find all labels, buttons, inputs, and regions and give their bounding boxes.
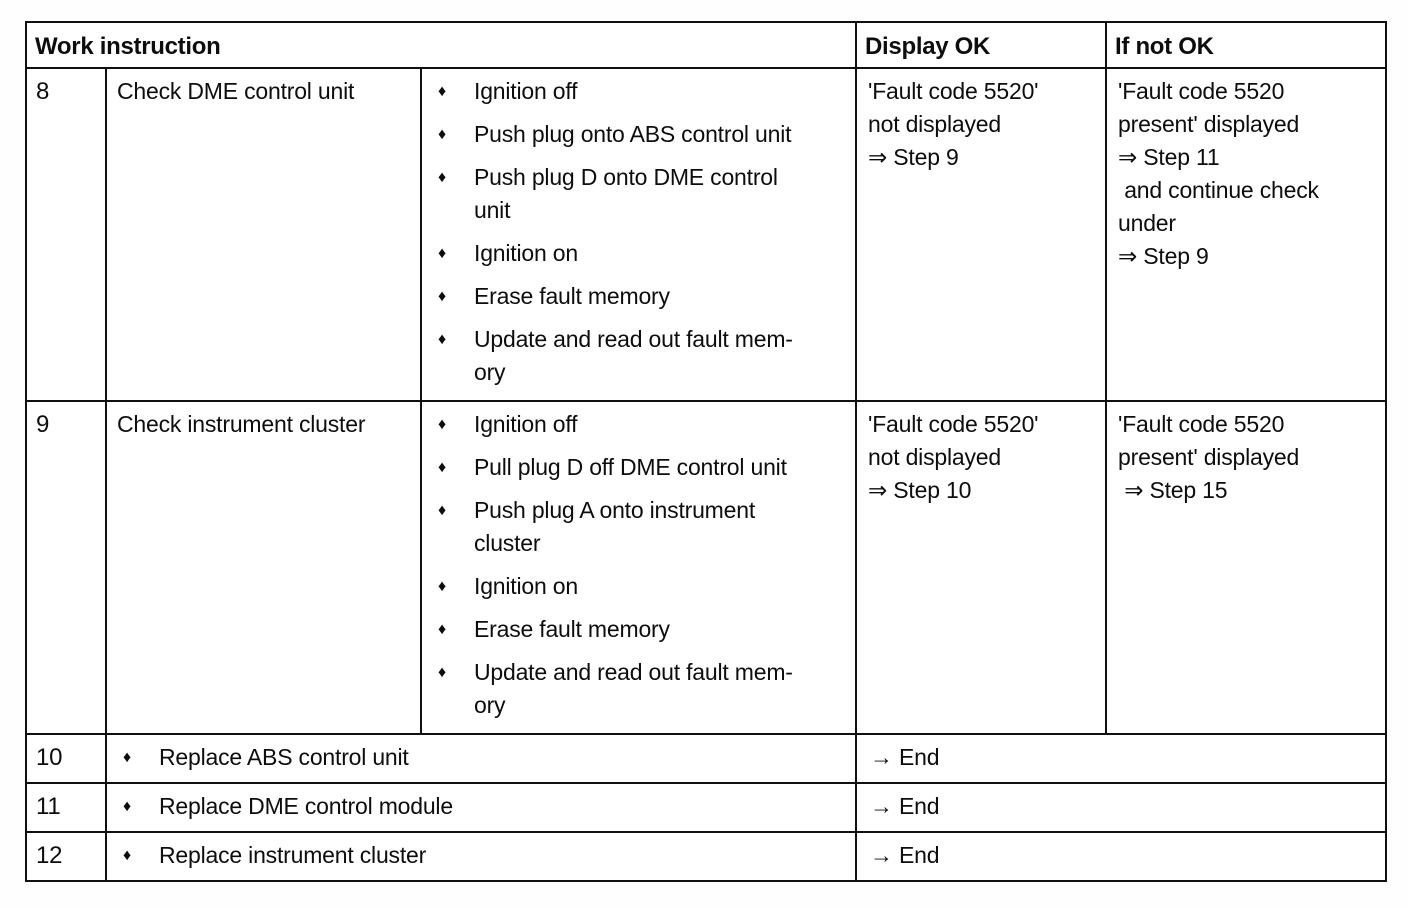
action-item: ♦ Replace ABS control unit	[123, 741, 851, 774]
end-result-text: → End	[870, 793, 940, 819]
action-item: ♦ Ignition on	[438, 237, 851, 270]
action-item: ♦ Erase fault memory	[438, 280, 851, 313]
final-action-cell: ♦ Replace DME control module	[104, 782, 858, 833]
step-title: Check instrument cluster	[105, 400, 422, 735]
work-instruction-table: Work instruction Display OK If not OK 8 …	[24, 21, 1388, 882]
action-item: ♦ Push plug D onto DME control unit	[438, 161, 851, 227]
action-list: ♦ Ignition off ♦ Push plug onto ABS contro…	[422, 69, 855, 393]
if-not-ok-text: 'Fault code 5520 present' displayed ⇒ St…	[1118, 78, 1319, 269]
step-number: 9	[25, 400, 107, 735]
action-text: Push plug onto ABS control unit	[474, 121, 792, 147]
bullet-diamond-icon: ♦	[123, 798, 131, 815]
step-title: Check DME control unit	[105, 67, 422, 402]
bullet-diamond-icon: ♦	[438, 502, 446, 519]
action-text: Replace DME control module	[159, 793, 453, 819]
display-ok-cell: 'Fault code 5520' not displayed ⇒ Step 1…	[855, 400, 1108, 735]
if-not-ok-cell: 'Fault code 5520 present' displayed ⇒ St…	[1105, 400, 1388, 735]
bullet-diamond-icon: ♦	[438, 621, 446, 638]
col-header-display-ok: Display OK	[855, 21, 1108, 69]
action-item: ♦ Ignition on	[438, 570, 851, 603]
bullet-diamond-icon: ♦	[438, 126, 446, 143]
action-item: ♦ Push plug onto ABS control unit	[438, 118, 851, 151]
end-result-cell: → End	[855, 733, 1388, 784]
action-text: Replace instrument cluster	[159, 842, 427, 868]
step-number: 8	[25, 67, 107, 402]
action-text: Push plug D onto DME control unit	[474, 164, 778, 223]
step-actions-cell: ♦ Ignition off ♦ Push plug onto ABS contro…	[419, 67, 858, 402]
step-actions-cell: ♦ Ignition off ♦ Pull plug D off DME contr…	[419, 400, 858, 735]
col-header-if-not-ok: If not OK	[1105, 21, 1388, 69]
step-number: 12	[25, 831, 107, 882]
action-text: Ignition on	[474, 240, 578, 266]
action-item: ♦ Pull plug D off DME control unit	[438, 451, 851, 484]
action-text: Erase fault memory	[474, 616, 670, 642]
action-list: ♦ Replace DME control module	[107, 784, 855, 827]
bullet-diamond-icon: ♦	[438, 578, 446, 595]
bullet-diamond-icon: ♦	[123, 847, 131, 864]
action-item: ♦ Replace DME control module	[123, 790, 851, 823]
bullet-diamond-icon: ♦	[438, 459, 446, 476]
action-text: Update and read out fault mem- ory	[474, 659, 793, 718]
action-text: Ignition off	[474, 411, 578, 437]
end-result-text: → End	[870, 842, 940, 868]
action-item: ♦ Ignition off	[438, 75, 851, 108]
table-row-step-10: 10 ♦ Replace ABS control unit → End	[25, 733, 1388, 784]
display-ok-cell: 'Fault code 5520' not displayed ⇒ Step 9	[855, 67, 1108, 402]
table-row-step-11: 11 ♦ Replace DME control module → End	[25, 782, 1388, 833]
action-list: ♦ Ignition off ♦ Pull plug D off DME contr…	[422, 402, 855, 726]
action-item: ♦ Ignition off	[438, 408, 851, 441]
bullet-diamond-icon: ♦	[123, 749, 131, 766]
step-number: 10	[25, 733, 107, 784]
end-result-text: → End	[870, 744, 940, 770]
table-row-step-8: 8 Check DME control unit ♦ Ignition off ♦…	[25, 67, 1388, 402]
if-not-ok-cell: 'Fault code 5520 present' displayed ⇒ St…	[1105, 67, 1388, 402]
bullet-diamond-icon: ♦	[438, 664, 446, 681]
action-list: ♦ Replace ABS control unit	[107, 735, 855, 778]
bullet-diamond-icon: ♦	[438, 245, 446, 262]
end-result-cell: → End	[855, 782, 1388, 833]
bullet-diamond-icon: ♦	[438, 416, 446, 433]
bullet-diamond-icon: ♦	[438, 169, 446, 186]
table-header-row: Work instruction Display OK If not OK	[24, 21, 1388, 69]
action-text: Replace ABS control unit	[159, 744, 409, 770]
action-item: ♦ Update and read out fault mem- ory	[438, 656, 851, 722]
action-text: Ignition on	[474, 573, 578, 599]
action-item: ♦ Push plug A onto instrument cluster	[438, 494, 851, 560]
final-action-cell: ♦ Replace ABS control unit	[104, 733, 858, 784]
table-row-step-12: 12 ♦ Replace instrument cluster → End	[25, 831, 1388, 882]
table-row-step-9: 9 Check instrument cluster ♦ Ignition off…	[25, 400, 1388, 735]
action-text: Update and read out fault mem- ory	[474, 326, 793, 385]
display-ok-text: 'Fault code 5520' not displayed ⇒ Step 1…	[868, 411, 1039, 503]
bullet-diamond-icon: ♦	[438, 331, 446, 348]
action-text: Erase fault memory	[474, 283, 670, 309]
action-text: Ignition off	[474, 78, 578, 104]
action-item: ♦ Replace instrument cluster	[123, 839, 851, 872]
display-ok-text: 'Fault code 5520' not displayed ⇒ Step 9	[868, 78, 1039, 170]
action-text: Push plug A onto instrument cluster	[474, 497, 756, 556]
final-action-cell: ♦ Replace instrument cluster	[104, 831, 858, 882]
bullet-diamond-icon: ♦	[438, 83, 446, 100]
action-list: ♦ Replace instrument cluster	[107, 833, 855, 876]
end-result-cell: → End	[855, 831, 1388, 882]
action-text: Pull plug D off DME control unit	[474, 454, 787, 480]
bullet-diamond-icon: ♦	[438, 288, 446, 305]
col-header-work-instruction: Work instruction	[24, 21, 858, 69]
action-item: ♦ Update and read out fault mem- ory	[438, 323, 851, 389]
if-not-ok-text: 'Fault code 5520 present' displayed ⇒ St…	[1118, 411, 1300, 503]
action-item: ♦ Erase fault memory	[438, 613, 851, 646]
step-number: 11	[25, 782, 107, 833]
